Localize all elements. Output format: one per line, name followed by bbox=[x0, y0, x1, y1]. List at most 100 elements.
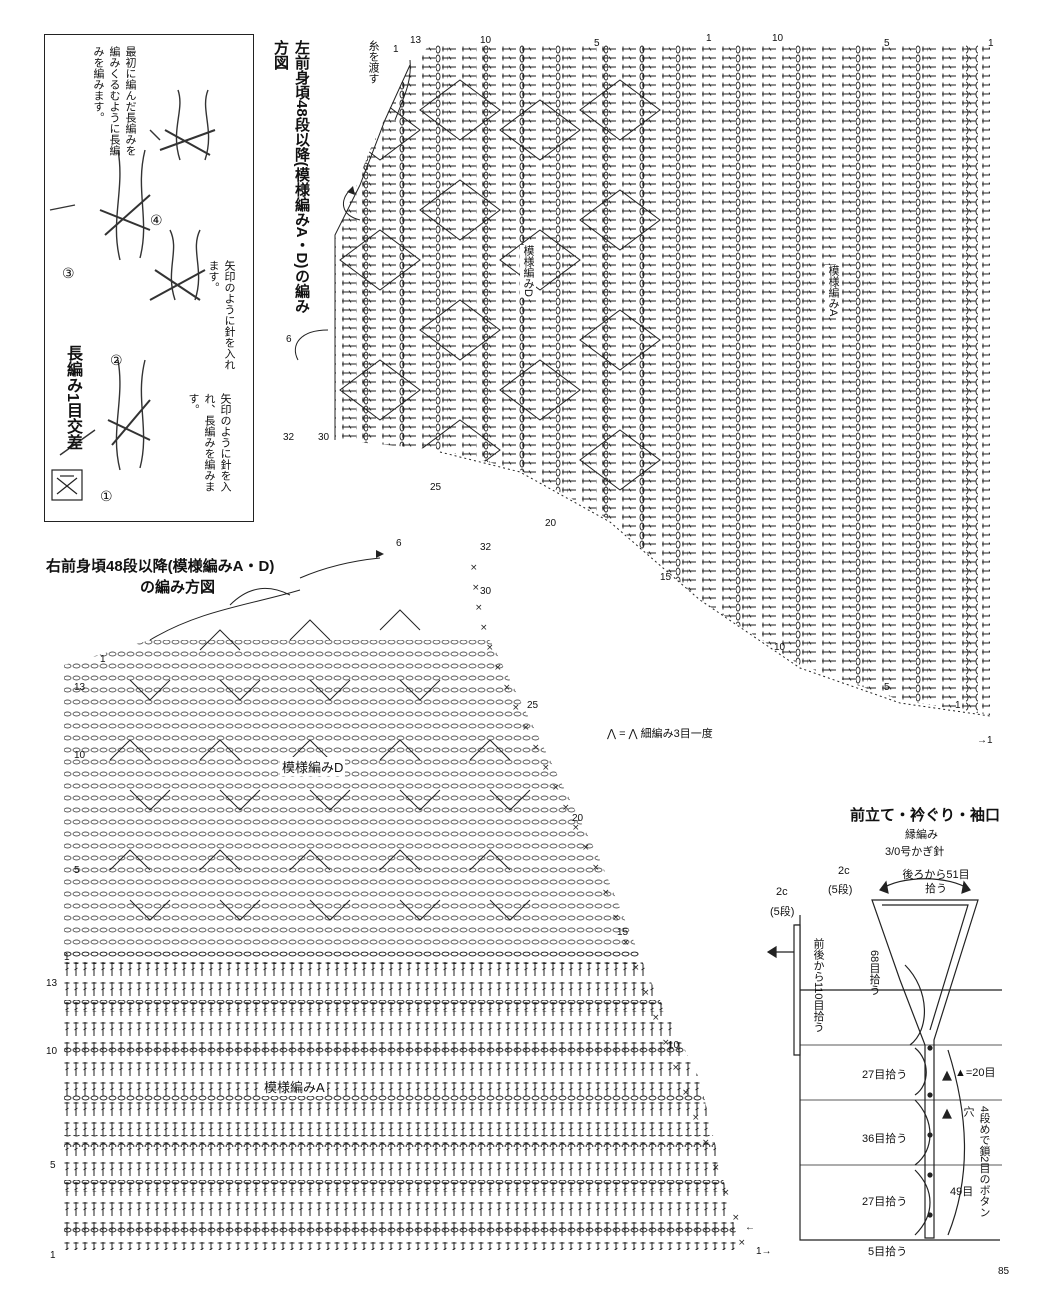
right-left-row-label: 10 bbox=[46, 1046, 58, 1057]
right-left-row-label: 13 bbox=[74, 682, 86, 693]
svg-text:×: × bbox=[503, 683, 511, 693]
left-row-label: 10 bbox=[774, 642, 786, 653]
left-chart-pattern-a: 模様編みA bbox=[825, 265, 841, 317]
svg-text:×: × bbox=[602, 888, 610, 898]
svg-text:×: × bbox=[722, 1188, 730, 1198]
right-chart-grid bbox=[64, 609, 740, 1250]
edging-2c-left-rows: (5段) bbox=[770, 906, 795, 918]
edging-2c-top-rows: (5段) bbox=[828, 884, 853, 896]
left-chart-edge bbox=[334, 64, 411, 440]
left-chart-thread-note: 糸を渡す bbox=[367, 40, 379, 84]
edging-pick68: 68目拾う bbox=[868, 950, 880, 996]
svg-text:×: × bbox=[562, 803, 570, 813]
left-chart-bottom-note: →1 bbox=[977, 735, 993, 746]
right-right-row-label: 30 bbox=[480, 586, 492, 597]
left-col-label: 5 bbox=[884, 38, 890, 49]
legend-illustrations bbox=[49, 89, 216, 471]
right-right-row-label: 25 bbox=[527, 700, 539, 711]
left-chart-title: 左前身頃48段以降(模様編みA・D)の編み方図 bbox=[272, 40, 310, 314]
left-chart-pattern-d: 模様編みD bbox=[520, 245, 536, 297]
edging-front-back-pick: 前後から110目拾う bbox=[812, 938, 824, 1033]
svg-text:×: × bbox=[662, 1038, 670, 1048]
symbol-note: ⋀ = ⋀ 細編み3目一度 bbox=[607, 728, 713, 740]
right-left-row-label: 5 bbox=[74, 865, 80, 876]
left-col-label: 1 bbox=[706, 33, 712, 44]
left-row-label: 15 bbox=[660, 572, 672, 583]
legend-step2-text: 矢印のように針を入れます。 bbox=[207, 260, 235, 370]
legend-symbol bbox=[51, 469, 83, 501]
right-left-row-label: 1 bbox=[50, 1250, 56, 1261]
legend-title: 長編み1目交差 bbox=[64, 345, 81, 450]
right-chart-diagonal: × × × × × × × × × × × × × × × × × × × × … bbox=[470, 563, 746, 1248]
edging-schematic bbox=[766, 878, 1002, 1241]
page-number: 85 bbox=[998, 1266, 1010, 1277]
left-row-label: 32 bbox=[283, 432, 295, 443]
svg-text:×: × bbox=[472, 583, 480, 593]
edging-triangle-20: ▲=20目 bbox=[955, 1067, 996, 1079]
right-chart-pattern-d: 模様編みD bbox=[280, 757, 346, 776]
edging-pick27b: 27目拾う bbox=[862, 1196, 908, 1208]
edging-count49: 49目 bbox=[950, 1186, 974, 1198]
svg-text:×: × bbox=[486, 643, 494, 653]
edging-sub2: 3/0号かぎ針 bbox=[885, 846, 945, 858]
right-right-row-label: 20 bbox=[572, 813, 584, 824]
svg-text:×: × bbox=[552, 783, 560, 793]
edging-back-pick: 後ろから51目拾う bbox=[902, 869, 970, 895]
right-right-row-label: 10 bbox=[668, 1040, 680, 1051]
edging-sub1: 縁編み bbox=[905, 829, 938, 841]
right-chart-title-line1: 右前身頃48段以降(模様編みA・D) bbox=[46, 558, 275, 575]
svg-text:×: × bbox=[582, 843, 590, 853]
svg-text:×: × bbox=[475, 603, 483, 613]
svg-text:×: × bbox=[622, 938, 630, 948]
left-row-label: 1 bbox=[955, 700, 961, 711]
svg-text:×: × bbox=[672, 1063, 680, 1073]
svg-text:×: × bbox=[738, 1238, 746, 1248]
left-row-label: 1 bbox=[393, 44, 399, 55]
legend-step3-text: 最初に編んだ長編みを編みくるむように長編みを編みます。 bbox=[92, 46, 136, 156]
left-row-label: 25 bbox=[430, 482, 442, 493]
svg-text:×: × bbox=[522, 723, 530, 733]
svg-text:×: × bbox=[652, 1013, 660, 1023]
edging-2c-top: 2c bbox=[838, 865, 850, 877]
left-row-label: 30 bbox=[318, 432, 330, 443]
svg-text:×: × bbox=[572, 823, 580, 833]
legend-step4-number: ④ bbox=[150, 212, 163, 228]
svg-text:×: × bbox=[480, 623, 488, 633]
left-col-label: 1 bbox=[988, 38, 994, 49]
legend-step2-number: ② bbox=[110, 352, 123, 368]
edging-button-note: 4段めで鎖2目のボタン穴 bbox=[962, 1106, 990, 1218]
left-col-label: 10 bbox=[772, 33, 784, 44]
left-chart-grid bbox=[335, 45, 990, 715]
svg-text:×: × bbox=[494, 663, 502, 673]
legend-step1-number: ① bbox=[100, 488, 113, 504]
edging-title: 前立て・衿ぐり・袖口 bbox=[850, 807, 1001, 824]
svg-text:×: × bbox=[470, 563, 478, 573]
svg-text:×: × bbox=[732, 1213, 740, 1223]
legend-step1-text: 矢印のように針を入れ、長編みを編みます。 bbox=[187, 393, 231, 492]
right-bottom-arrow: 1→ bbox=[756, 1246, 772, 1257]
svg-text:×: × bbox=[542, 763, 550, 773]
right-right-row-label: 32 bbox=[480, 542, 492, 553]
svg-text:×: × bbox=[702, 1138, 710, 1148]
right-top-label: 6 bbox=[396, 538, 402, 549]
right-top-label: 1 bbox=[100, 654, 106, 665]
svg-text:×: × bbox=[532, 743, 540, 753]
svg-text:×: × bbox=[632, 963, 640, 973]
edging-pick36: 36目拾う bbox=[862, 1133, 908, 1145]
svg-text:×: × bbox=[612, 913, 620, 923]
edging-2c-left: 2c bbox=[776, 886, 788, 898]
right-left-row-label: 10 bbox=[74, 750, 86, 761]
left-row-label: 5 bbox=[884, 682, 890, 693]
left-col-label: 5 bbox=[594, 38, 600, 49]
right-right-row-label: 15 bbox=[617, 927, 629, 938]
left-col-label: 13 bbox=[410, 35, 422, 46]
edging-pick27a: 27目拾う bbox=[862, 1069, 908, 1081]
svg-text:×: × bbox=[682, 1088, 690, 1098]
right-left-row-label: 1 bbox=[64, 952, 70, 963]
right-left-row-label: 5 bbox=[50, 1160, 56, 1171]
svg-text:×: × bbox=[512, 703, 520, 713]
edging-pick5: 5目拾う bbox=[868, 1246, 908, 1258]
left-col-label: 10 bbox=[480, 35, 492, 46]
left-row-label: 20 bbox=[545, 518, 557, 529]
